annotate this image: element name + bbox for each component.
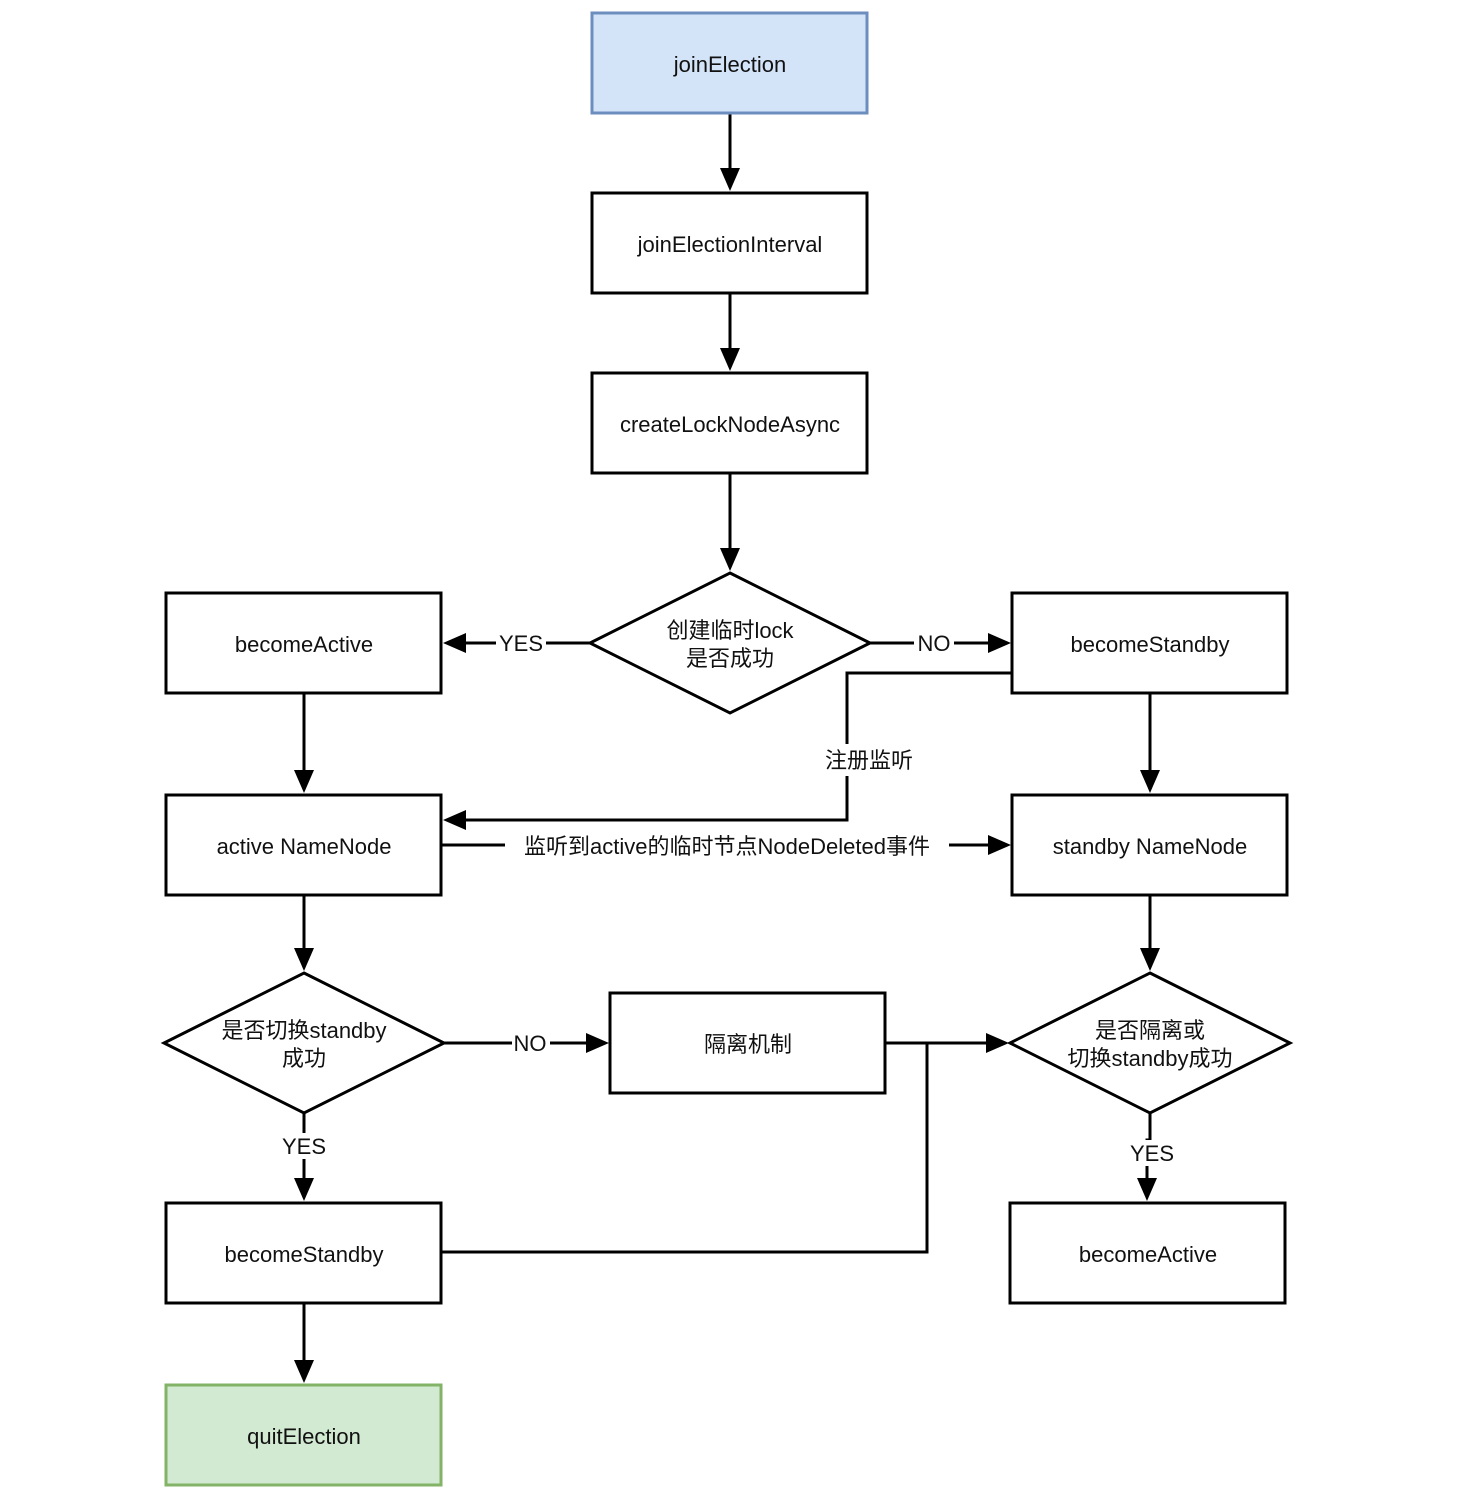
decision-fence-line2: 切换standby成功 xyxy=(1067,1046,1232,1071)
arrowhead-icon xyxy=(988,633,1011,653)
decision-switch-standby: 是否切换standby 成功 xyxy=(160,971,448,1115)
node-quit-election: quitElection xyxy=(164,1383,443,1487)
decision-fence-line1: 是否隔离或 xyxy=(1095,1018,1205,1043)
node-join-election-interval-label: joinElectionInterval xyxy=(637,232,823,257)
edge-label-node-deleted: 监听到active的临时节点NodeDeleted事件 xyxy=(524,834,930,859)
edge-label-yes-fence: YES xyxy=(1130,1141,1174,1166)
arrowhead-icon xyxy=(443,633,466,653)
node-become-standby-top-label: becomeStandby xyxy=(1071,632,1230,657)
node-standby-namenode: standby NameNode xyxy=(1010,793,1289,897)
node-create-lock-node-async-label: createLockNodeAsync xyxy=(620,412,840,437)
node-become-active-top-label: becomeActive xyxy=(235,632,373,657)
arrowhead-icon xyxy=(1137,1178,1157,1201)
decision-create-lock: 创建临时lock 是否成功 xyxy=(586,571,874,715)
edge-label-no-create: NO xyxy=(918,631,951,656)
node-fencing: 隔离机制 xyxy=(608,991,887,1095)
arrowhead-icon xyxy=(294,1178,314,1201)
decision-switch-standby-line2: 成功 xyxy=(282,1046,326,1071)
node-become-active-top: becomeActive xyxy=(164,591,443,695)
node-standby-namenode-label: standby NameNode xyxy=(1053,834,1247,859)
node-quit-election-label: quitElection xyxy=(247,1424,361,1449)
edge-labels: YES NO 注册监听 监听到active的临时节点NodeDeleted事件 … xyxy=(279,630,1178,1166)
node-create-lock-node-async: createLockNodeAsync xyxy=(590,371,869,475)
arrowhead-icon xyxy=(720,548,740,571)
node-join-election: joinElection xyxy=(590,11,869,115)
edge-label-yes-switch: YES xyxy=(282,1134,326,1159)
arrowhead-icon xyxy=(586,1033,609,1053)
arrowhead-icon xyxy=(720,168,740,191)
arrowhead-icon xyxy=(294,770,314,793)
edges xyxy=(294,113,1160,1383)
edge-label-no-switch: NO xyxy=(514,1031,547,1056)
arrowhead-icon xyxy=(443,810,466,830)
node-become-standby-bottom-label: becomeStandby xyxy=(225,1242,384,1267)
edge-label-register-watch: 注册监听 xyxy=(825,748,913,773)
decision-create-lock-line1: 创建临时lock xyxy=(666,618,794,643)
edge-label-yes-create: YES xyxy=(499,631,543,656)
arrowhead-icon xyxy=(294,1360,314,1383)
nodes: joinElection joinElectionInterval create… xyxy=(160,11,1294,1487)
arrowhead-icon xyxy=(720,348,740,371)
decision-fence-or-switch: 是否隔离或 切换standby成功 xyxy=(1006,971,1294,1115)
node-fencing-label: 隔离机制 xyxy=(704,1032,792,1057)
node-become-active-bottom-label: becomeActive xyxy=(1079,1242,1217,1267)
node-join-election-interval: joinElectionInterval xyxy=(590,191,869,295)
arrowhead-icon xyxy=(988,835,1011,855)
node-become-standby-bottom: becomeStandby xyxy=(164,1201,443,1305)
arrowhead-icon xyxy=(1140,948,1160,971)
node-become-standby-top: becomeStandby xyxy=(1010,591,1289,695)
node-join-election-label: joinElection xyxy=(673,52,787,77)
arrowhead-icon xyxy=(986,1033,1009,1053)
node-become-active-bottom: becomeActive xyxy=(1008,1201,1287,1305)
decision-switch-standby-line1: 是否切换standby xyxy=(221,1018,386,1043)
node-active-namenode-label: active NameNode xyxy=(217,834,392,859)
arrowhead-icon xyxy=(1140,770,1160,793)
decision-create-lock-line2: 是否成功 xyxy=(686,646,774,671)
arrowhead-icon xyxy=(294,948,314,971)
node-active-namenode: active NameNode xyxy=(164,793,443,897)
edge-standby-bottom-to-fence xyxy=(441,1043,929,1254)
